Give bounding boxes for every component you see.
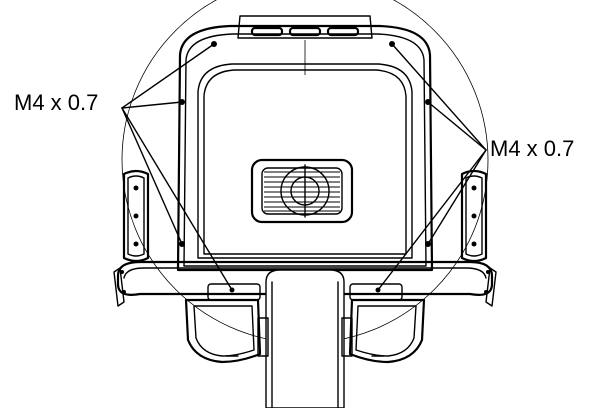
speaker-grille [250, 158, 354, 224]
right-screw-callout: M4 x 0.7 [490, 136, 575, 161]
center-mast [257, 269, 353, 408]
top-handle [237, 15, 373, 39]
right-lower-bin [348, 283, 426, 364]
left-handle-grip [122, 169, 150, 263]
left-screw-callout: M4 x 0.7 [14, 90, 99, 115]
right-handle-grip [460, 169, 488, 263]
right-callout-leaders [377, 43, 487, 291]
left-lower-bin [184, 283, 262, 364]
left-callout-leaders [121, 43, 233, 291]
handlebar [113, 260, 497, 307]
